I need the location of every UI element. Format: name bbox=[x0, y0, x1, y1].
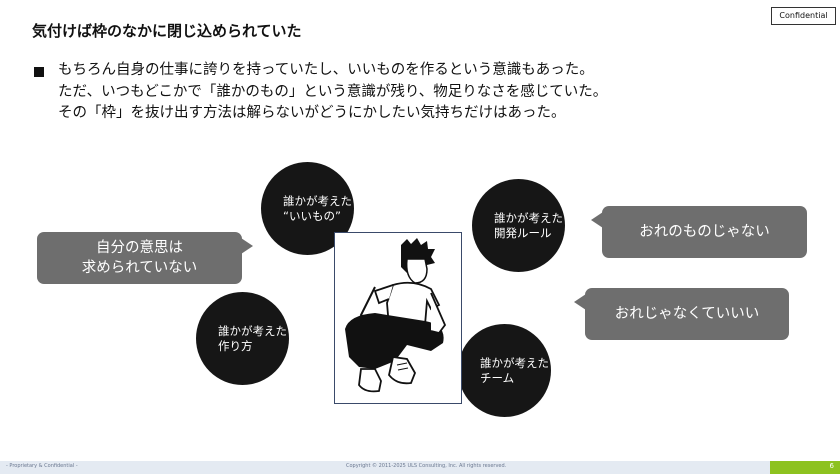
circle-label-line2: 作り方 bbox=[218, 338, 253, 353]
circle-good-thing: 誰かが考えた “いいもの” bbox=[261, 162, 354, 255]
circle-label-line2: チーム bbox=[480, 370, 515, 385]
footer: - Proprietary & Confidential - Copyright… bbox=[0, 461, 840, 474]
speech-bubble-right-top: おれのものじゃない bbox=[602, 206, 807, 258]
bubble-tail-icon bbox=[591, 212, 603, 228]
circle-label-line1: 誰かが考えた bbox=[494, 210, 563, 225]
speech-bubble-right-bottom: おれじゃなくていいい bbox=[585, 288, 789, 340]
circle-method: 誰かが考えた 作り方 bbox=[196, 292, 289, 385]
circle-label-line1: 誰かが考えた bbox=[283, 193, 352, 208]
body-line-3: その「枠」を抜け出す方法は解らないがどうにかしたい気持ちだけはあった。 bbox=[58, 105, 566, 121]
circle-label-line1: 誰かが考えた bbox=[218, 323, 287, 338]
crouching-person-illustration bbox=[334, 232, 462, 404]
page-number: 6 bbox=[829, 462, 834, 470]
footer-accent-bar: 6 bbox=[770, 461, 840, 474]
bubble-tail-icon bbox=[574, 294, 586, 310]
person-svg bbox=[345, 238, 447, 393]
footer-confidential-text: - Proprietary & Confidential - bbox=[6, 463, 78, 469]
circle-dev-rules: 誰かが考えた 開発ルール bbox=[472, 179, 565, 272]
bubble-tail-icon bbox=[241, 238, 253, 254]
slide-title: 気付けば枠のなかに閉じ込められていた bbox=[32, 22, 302, 40]
footer-copyright: Copyright © 2011-2025 ULS Consulting, In… bbox=[346, 463, 507, 469]
bubble-left-line1: 自分の意思は bbox=[96, 240, 183, 256]
circle-label-line1: 誰かが考えた bbox=[480, 355, 549, 370]
confidential-badge: Confidential bbox=[771, 7, 836, 25]
circle-label-line2: 開発ルール bbox=[494, 225, 552, 240]
circle-team: 誰かが考えた チーム bbox=[458, 324, 551, 417]
bubble-left-line2: 求められていない bbox=[81, 260, 198, 276]
body-line-2: ただ、いつもどこかで「誰かのもの」という意識が残り、物足りなさを感じていた。 bbox=[58, 84, 608, 100]
bubble-right-bottom-text: おれじゃなくていいい bbox=[614, 306, 760, 322]
square-bullet-icon bbox=[34, 67, 44, 77]
body-line-1: もちろん自身の仕事に誇りを持っていたし、いいものを作るという意識もあった。 bbox=[58, 62, 594, 78]
circle-label-line2: “いいもの” bbox=[283, 208, 341, 223]
bubble-right-top-text: おれのものじゃない bbox=[639, 224, 770, 240]
speech-bubble-left: 自分の意思は 求められていない bbox=[37, 232, 242, 284]
